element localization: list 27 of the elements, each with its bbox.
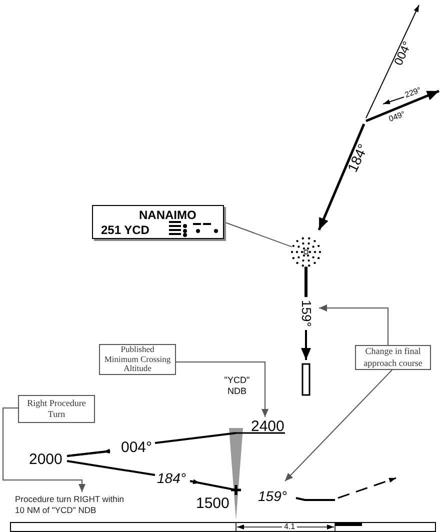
callout-text: Right Procedure Turn xyxy=(18,395,95,423)
course-label: 004° xyxy=(121,440,152,455)
course-label: 184° xyxy=(157,471,186,485)
leader-line xyxy=(304,266,308,297)
navaid-box xyxy=(92,205,224,239)
ndb-symbol xyxy=(290,237,322,267)
distance-label: 4.1 xyxy=(282,523,298,531)
callout-text: Change in final approach course xyxy=(355,345,431,370)
navaid-name: 251 YCD xyxy=(101,224,150,236)
arrow xyxy=(284,370,392,482)
altitude-label: 2000 xyxy=(29,452,62,467)
altitude-label: 1500 xyxy=(196,496,230,511)
arrow xyxy=(2,408,86,492)
course-label: 184° xyxy=(345,142,370,174)
callout-text: Published Minimum Crossing Altitude xyxy=(99,344,176,375)
course-label: 004° xyxy=(392,40,414,68)
navaid-label: "YCD" NDB xyxy=(223,375,251,397)
note-text: Procedure turn RIGHT within 10 NM of "YCD" NDB xyxy=(15,494,125,517)
course-label: 159° xyxy=(300,300,313,327)
arrow xyxy=(318,304,388,346)
leader-line xyxy=(224,222,292,248)
navaid-name: NANAIMO xyxy=(139,209,196,221)
course-label: 229° xyxy=(404,86,422,100)
course-label: 159° xyxy=(258,489,287,503)
course-label: 049° xyxy=(388,110,406,124)
altitude-label: 2400 xyxy=(251,419,284,434)
arrow xyxy=(176,362,268,418)
